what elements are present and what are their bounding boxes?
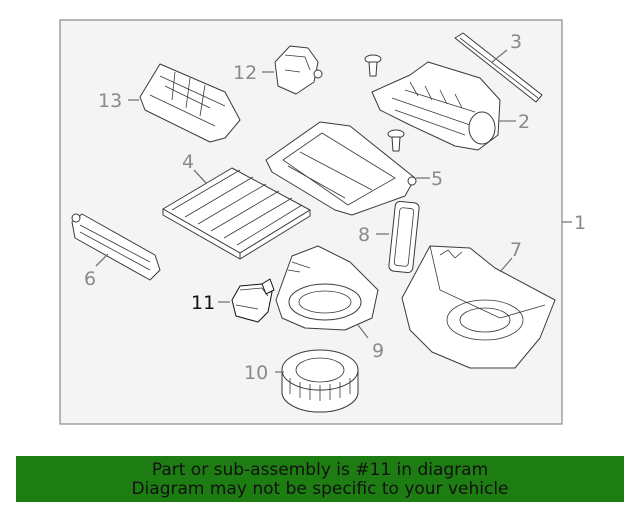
part-6-bracket	[71, 213, 161, 281]
part-9-housing	[275, 245, 379, 331]
info-banner: Part or sub-assembly is #11 in diagram D…	[16, 456, 624, 502]
callout-8: 8	[358, 224, 370, 246]
callout-5: 5	[431, 168, 443, 190]
banner-line-1: Part or sub-assembly is #11 in diagram	[151, 460, 489, 480]
callout-10: 10	[244, 362, 268, 384]
callout-9: 9	[372, 340, 384, 362]
part-5-cover	[265, 121, 417, 216]
part-3-gasket	[454, 32, 543, 103]
banner-line-2: Diagram may not be specific to your vehi…	[131, 479, 509, 499]
callout-6: 6	[84, 268, 96, 290]
callout-2: 2	[518, 111, 530, 133]
part-8-seal	[388, 200, 420, 274]
callout-13: 13	[98, 90, 122, 112]
callout-4: 4	[182, 151, 194, 173]
part-10-blower-motor	[281, 349, 359, 413]
callout-11[interactable]: 11	[191, 292, 215, 314]
screw-top	[364, 54, 382, 77]
part-7-lower-case	[401, 245, 556, 369]
callout-12: 12	[233, 62, 257, 84]
part-11-resistor[interactable]	[231, 278, 275, 323]
screw-mid	[387, 129, 405, 152]
part-12-actuator	[274, 45, 323, 95]
callout-3: 3	[510, 31, 522, 53]
callout-7: 7	[510, 239, 522, 261]
parts-diagram: 1 2 3 4 5 6 7 8 9 10 11 12 13	[59, 19, 586, 425]
part-4-filter	[162, 167, 311, 260]
part-13-duct	[139, 63, 241, 143]
callout-1: 1	[574, 212, 586, 234]
part-2-upper-case	[371, 61, 501, 151]
